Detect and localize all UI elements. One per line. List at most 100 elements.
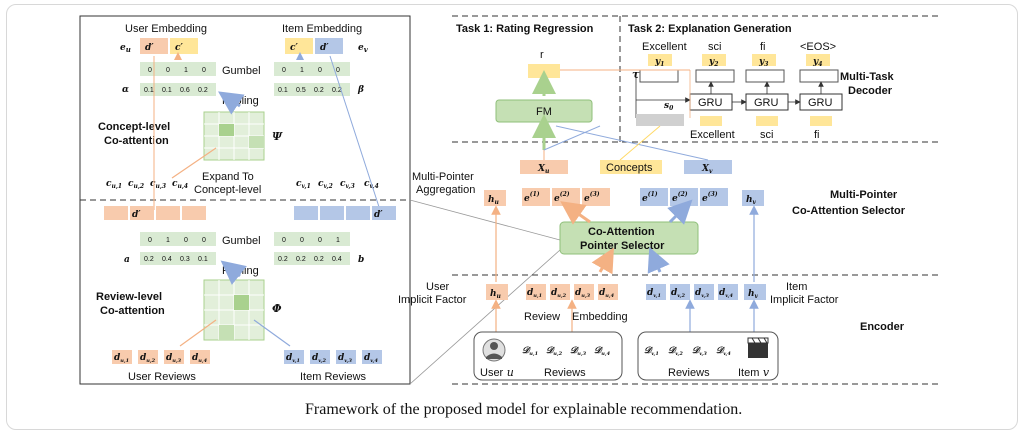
- gumbel-bottom-user: 0 1 0 0: [140, 232, 216, 246]
- right-panel: Task 1: Rating Regression Task 2: Explan…: [398, 15, 940, 385]
- h-v-agg-box: [742, 190, 764, 206]
- mp-aggregation-l1: Multi-Pointer: [412, 171, 474, 183]
- svg-text:dv,1: dv,1: [647, 288, 661, 299]
- h-u-enc-label: hu: [490, 289, 502, 300]
- svg-text:0.5: 0.5: [296, 87, 306, 94]
- svg-text:dv,4: dv,4: [719, 288, 734, 299]
- svg-text:0.4: 0.4: [162, 256, 172, 263]
- multitask-l1: Multi-Task: [840, 71, 894, 83]
- svg-text:du,2: du,2: [551, 288, 567, 299]
- h-v-agg-label: hv: [746, 195, 757, 206]
- svg-text:0: 0: [282, 237, 286, 244]
- mp-aggregation-l2: Aggregation: [416, 184, 475, 196]
- svg-text:cu,3: cu,3: [150, 179, 166, 190]
- e-v-label: ev: [358, 43, 369, 54]
- svg-text:dv,3: dv,3: [695, 288, 710, 299]
- svg-text:0.2: 0.2: [278, 256, 288, 263]
- svg-text:0: 0: [202, 237, 206, 244]
- gumbel-top-user: 0 0 1 0: [140, 62, 216, 76]
- svg-text:du,1: du,1: [114, 353, 129, 364]
- beta-label: β: [357, 85, 364, 95]
- svg-text:0: 0: [202, 67, 206, 74]
- svg-text:du,3: du,3: [575, 288, 591, 299]
- svg-text:du,1: du,1: [527, 288, 542, 299]
- svg-text:0: 0: [148, 67, 152, 74]
- embedding-label: Embedding: [572, 311, 628, 323]
- svg-text:𝒟u,3: 𝒟u,3: [570, 346, 587, 357]
- review-coattention-l2: Co-attention: [100, 305, 165, 317]
- svg-text:cu,2: cu,2: [128, 179, 144, 190]
- X-v-box: [684, 160, 732, 174]
- tau-label: τ: [632, 68, 640, 81]
- c-u-prime-label: c′: [175, 43, 183, 53]
- decoder-tokens-bottom: Excellent sci fi: [690, 129, 820, 141]
- svg-text:fi: fi: [760, 41, 766, 53]
- svg-text:𝒟u,1: 𝒟u,1: [522, 346, 538, 357]
- svg-text:𝒟v,4: 𝒟v,4: [716, 346, 731, 357]
- svg-text:Excellent: Excellent: [642, 41, 687, 53]
- a-label: a: [124, 255, 130, 265]
- d-u-prime-label: d′: [145, 43, 154, 53]
- h-v-enc-box: [744, 284, 766, 300]
- item-v-label: Item v: [738, 366, 770, 379]
- multitask-l2: Decoder: [848, 85, 893, 97]
- d-u-prime-lower: d′: [132, 210, 141, 220]
- svg-text:cv,1: cv,1: [296, 179, 311, 190]
- svg-text:0: 0: [336, 67, 340, 74]
- concepts-box: [600, 160, 662, 174]
- svg-text:sci: sci: [760, 129, 773, 141]
- svg-text:0: 0: [148, 237, 152, 244]
- c-v-row: cv,1 cv,2 cv,3 cv,4: [296, 179, 379, 190]
- coattention-l2: Pointer Selector: [580, 240, 665, 252]
- svg-text:dv,1: dv,1: [286, 353, 300, 364]
- review-level-item-boxes: [294, 206, 396, 220]
- svg-text:𝒟u,2: 𝒟u,2: [546, 346, 563, 357]
- svg-text:𝒟v,2: 𝒟v,2: [668, 346, 683, 357]
- item-D-reviews: 𝒟v,1 𝒟v,2 𝒟v,3 𝒟v,4: [644, 346, 731, 357]
- svg-text:0: 0: [184, 237, 188, 244]
- alpha-label: α: [122, 85, 129, 95]
- decoder-y-outputs: y1 y2 y3 y4: [648, 54, 830, 68]
- svg-text:y1: y1: [654, 57, 664, 68]
- alpha-values: 0.1 0.1 0.6 0.2: [140, 83, 216, 96]
- s0-state-box: [636, 114, 684, 126]
- svg-text:0: 0: [300, 237, 304, 244]
- svg-text:1: 1: [166, 237, 170, 244]
- X-u-label: Xu: [537, 164, 550, 175]
- psi-label: Ψ: [272, 130, 283, 143]
- svg-text:e(3): e(3): [702, 191, 718, 204]
- svg-text:y2: y2: [708, 57, 718, 68]
- svg-text:0: 0: [282, 67, 286, 74]
- svg-text:cv,3: cv,3: [340, 179, 355, 190]
- review-coattention-l1: Review-level: [96, 291, 162, 303]
- svg-text:dv,2: dv,2: [671, 288, 686, 299]
- e-u-label: eu: [120, 43, 131, 54]
- mp-selector-l2: Co-Attention Selector: [792, 205, 906, 217]
- svg-text:GRU: GRU: [698, 97, 723, 109]
- svg-text:<EOS>: <EOS>: [800, 41, 836, 53]
- svg-text:0: 0: [318, 67, 322, 74]
- svg-text:y3: y3: [758, 57, 768, 68]
- item-input-group: [637, 331, 779, 381]
- svg-text:GRU: GRU: [754, 97, 779, 109]
- rating-r-label: r: [540, 49, 544, 61]
- svg-text:e(2): e(2): [672, 191, 688, 204]
- h-u-enc-box: [486, 284, 508, 300]
- e-u-agg-boxes: e(1) e(2) e(3): [522, 188, 610, 206]
- c-u-prime-box: [170, 38, 198, 54]
- svg-text:e(2): e(2): [554, 191, 570, 204]
- item-implicit-l2: Implicit Factor: [770, 294, 839, 306]
- svg-text:0.2: 0.2: [332, 87, 342, 94]
- svg-text:dv,2: dv,2: [312, 353, 327, 364]
- svg-text:0.2: 0.2: [144, 256, 154, 263]
- expand-l1: Expand To: [202, 171, 254, 183]
- decoder-tokens-top: Excellent sci fi <EOS>: [642, 41, 836, 53]
- svg-text:cu,1: cu,1: [106, 179, 122, 190]
- user-implicit-l2: Implicit Factor: [398, 294, 467, 306]
- svg-text:0.1: 0.1: [144, 87, 154, 94]
- user-embedding-title: User Embedding: [125, 23, 207, 35]
- clapperboard-icon: [747, 337, 769, 358]
- svg-text:0: 0: [166, 67, 170, 74]
- svg-text:fi: fi: [814, 129, 820, 141]
